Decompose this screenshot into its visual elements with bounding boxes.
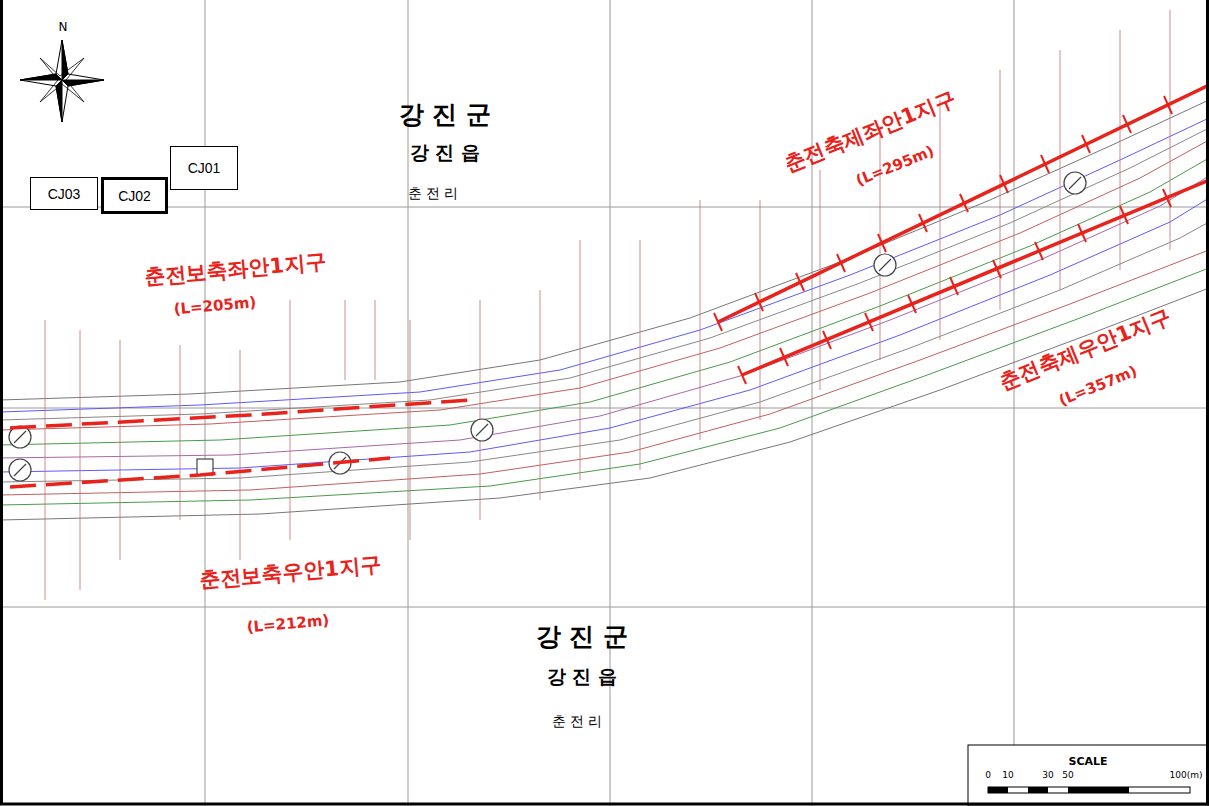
scale-title: SCALE bbox=[1068, 756, 1107, 768]
scale-number: 30 bbox=[1042, 771, 1053, 781]
sheet-code: CJ02 bbox=[118, 188, 151, 204]
district-name: 춘전보축좌안1지구 bbox=[143, 251, 327, 290]
index-sheet-box: CJ03 bbox=[30, 177, 98, 210]
length-label: (L=205m) bbox=[173, 294, 257, 318]
survey-ticks bbox=[45, 10, 1170, 600]
index-sheet-box: CJ02 bbox=[101, 177, 168, 214]
town-name: 강 진 읍 bbox=[547, 666, 617, 687]
sheet-code: CJ03 bbox=[48, 186, 81, 202]
manhole-symbols bbox=[9, 172, 1086, 481]
village-name: 춘 전 리 bbox=[552, 714, 603, 729]
north-letter: N bbox=[59, 21, 68, 34]
section-lines bbox=[10, 85, 1209, 487]
scale-number: 10 bbox=[1002, 771, 1013, 781]
index-sheet-box: CJ01 bbox=[170, 146, 238, 190]
district-name: 춘전축제좌안1지구 bbox=[781, 87, 959, 177]
county-name: 강 진 군 bbox=[536, 623, 628, 651]
length-label: (L=295m) bbox=[854, 143, 937, 189]
topo-lines bbox=[0, 100, 1209, 520]
length-label: (L=212m) bbox=[246, 612, 330, 636]
scale-bar bbox=[968, 745, 1209, 806]
county-name: 강 진 군 bbox=[399, 101, 491, 129]
sheet-code: CJ01 bbox=[188, 160, 221, 176]
town-name: 강 진 읍 bbox=[410, 142, 480, 163]
village-name: 춘 전 리 bbox=[408, 186, 459, 201]
north-arrow bbox=[20, 40, 104, 122]
scale-number: 50 bbox=[1062, 771, 1073, 781]
scale-number: 100(m) bbox=[1170, 771, 1203, 781]
length-label: (L=357m) bbox=[1057, 363, 1140, 409]
district-name: 춘전보축우안1지구 bbox=[198, 554, 382, 593]
scale-number: 0 bbox=[985, 771, 991, 781]
